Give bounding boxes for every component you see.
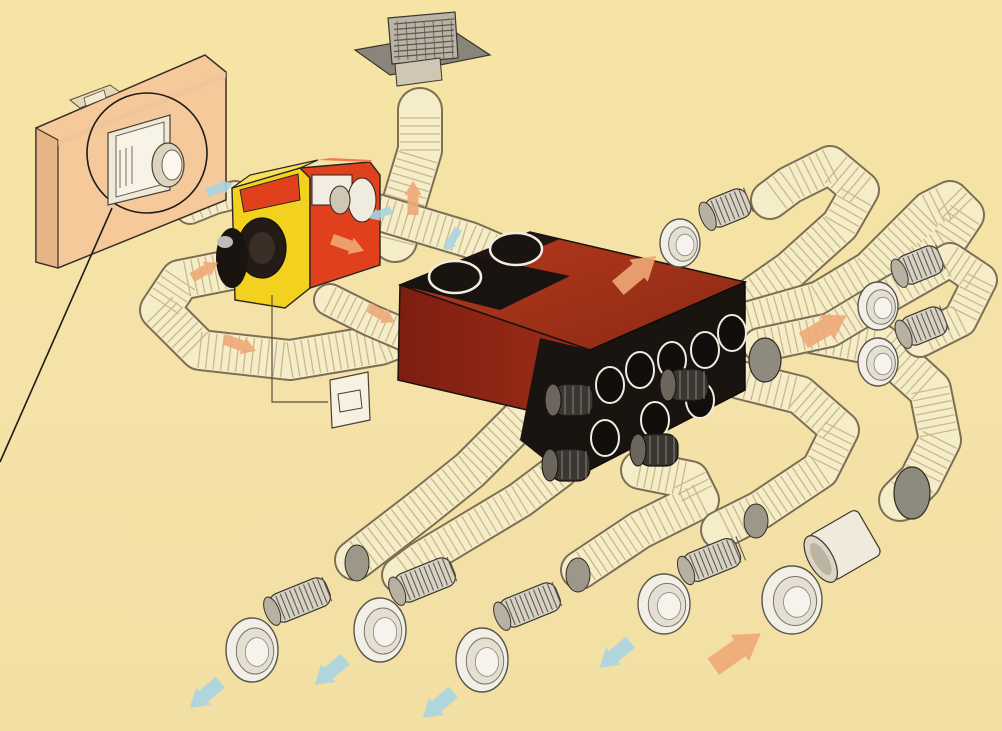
front-duct-mid [381, 451, 579, 594]
extract-fan-unit [231, 158, 381, 309]
connector-front-3 [493, 581, 563, 631]
grille-front-2 [353, 597, 407, 663]
wall-switch [271, 295, 371, 429]
extract-arrow-4 [599, 636, 635, 668]
duct-end-ring [329, 185, 351, 215]
grille-rear-2 [857, 281, 899, 331]
extract-arrow-joint [445, 226, 462, 252]
front-duct-right [560, 450, 720, 590]
duct-end-ring [893, 466, 931, 520]
grille-front-3 [455, 627, 509, 693]
connector-front-4 [676, 536, 747, 586]
fan-to-plenum-duct [351, 191, 524, 274]
upper-return-duct [313, 283, 422, 352]
vent-grilles [225, 185, 950, 693]
rear-duct-1 [720, 145, 880, 325]
supply-arrow-riser [404, 181, 422, 215]
duct-end-ring [743, 503, 769, 539]
grille-rear-1 [659, 218, 701, 268]
grille-rear-3 [857, 337, 899, 387]
side-port [595, 366, 625, 404]
fan-motor-cap [216, 228, 248, 288]
connector-front-2 [388, 556, 458, 606]
duct-end-ring [565, 557, 591, 593]
extract-arrow-2 [314, 653, 350, 685]
spigot-3 [541, 448, 591, 482]
wall-bracket [69, 84, 122, 109]
top-port [427, 259, 483, 295]
extract-arrow-wall [205, 180, 234, 198]
connector-rear-2 [890, 244, 946, 288]
airflow-arrows [189, 180, 847, 718]
grille-front-1 [225, 617, 279, 683]
supply-arrow-side [798, 314, 847, 349]
supply-arrow-duct-4 [366, 303, 395, 324]
side-port [690, 331, 720, 369]
side-port [640, 401, 670, 439]
duct-end-ring [344, 544, 370, 582]
sleeve-front [803, 510, 881, 583]
side-port [590, 419, 620, 457]
supply-arrow-plenum [612, 255, 657, 295]
side-port [717, 314, 747, 352]
extract-arrow-fan [368, 206, 393, 221]
duct-end-ring [748, 337, 782, 383]
supply-arrow-duct-2 [189, 261, 218, 282]
connector-rear-1 [698, 187, 754, 231]
spigot-1 [544, 383, 594, 417]
plenum-ports [427, 231, 747, 482]
roof-grille [393, 18, 455, 61]
side-port [625, 351, 655, 389]
top-port [488, 231, 544, 267]
supply-arrow-duct-3 [222, 334, 256, 355]
extract-arrow-1 [189, 676, 225, 708]
spigot-4 [629, 433, 679, 467]
grille-front-4 [637, 573, 691, 635]
spigot-2 [659, 368, 709, 402]
wall-mounted-control [0, 92, 208, 463]
rear-duct-2 [730, 180, 985, 340]
connector-rear-3 [894, 305, 950, 349]
lower-loop-duct [139, 249, 441, 381]
supply-arrow-duct-1 [330, 234, 364, 255]
roof-terminal [353, 11, 492, 87]
extract-arrow-3 [422, 686, 458, 718]
grille-front-5 [761, 565, 823, 635]
connector-front-1 [263, 576, 333, 626]
supply-arrow-front [707, 633, 761, 675]
